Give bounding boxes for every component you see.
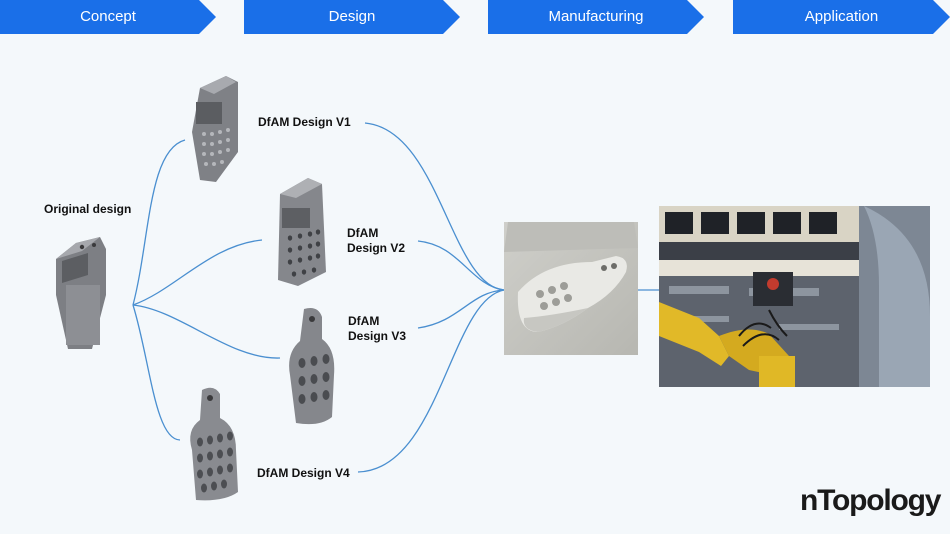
connector-v1-mfg (364, 122, 505, 291)
connector-v3-mfg (417, 289, 505, 329)
label-dfam-v3: DfAM Design V3 (348, 314, 406, 344)
stage-manufacturing: Manufacturing (488, 0, 704, 34)
connector-v2-mfg (417, 240, 505, 291)
connector-original-v3 (132, 304, 281, 359)
stage-application-label: Application (804, 8, 879, 25)
label-dfam-v2-text: DfAM Design V2 (347, 226, 406, 255)
application-photo (659, 206, 930, 387)
connector-original-v1 (132, 139, 186, 306)
connector-original-v4 (132, 304, 181, 441)
ntopology-logo: nTopology (800, 484, 941, 517)
stage-concept: Concept (0, 0, 216, 34)
stage-design: Design (244, 0, 460, 34)
dfam-v2-part-icon (278, 178, 326, 286)
connector-original-v2 (132, 239, 263, 306)
stage-manufacturing-label: Manufacturing (548, 8, 644, 25)
label-dfam-v1: DfAM Design V1 (258, 115, 351, 129)
connector-v4-mfg (357, 289, 505, 473)
stage-application: Application (733, 0, 950, 34)
label-original-design: Original design (44, 202, 132, 216)
dfam-v4-part-icon (190, 387, 238, 501)
label-dfam-v3-text: DfAM Design V3 (348, 314, 407, 343)
original-part-icon (56, 237, 106, 349)
dfam-v1-part-icon (192, 76, 238, 182)
label-dfam-v4: DfAM Design V4 (257, 466, 350, 480)
dfam-v3-part-icon (289, 308, 335, 425)
stage-bar: Concept Design Manufacturing Application (0, 0, 950, 34)
robot-arm-photo-icon (659, 206, 930, 387)
label-dfam-v2: DfAM Design V2 (347, 226, 405, 256)
stage-concept-label: Concept (80, 8, 136, 25)
manufacturing-photo (504, 222, 638, 355)
stage-design-label: Design (328, 8, 376, 25)
printed-bracket-photo-icon (504, 222, 638, 355)
